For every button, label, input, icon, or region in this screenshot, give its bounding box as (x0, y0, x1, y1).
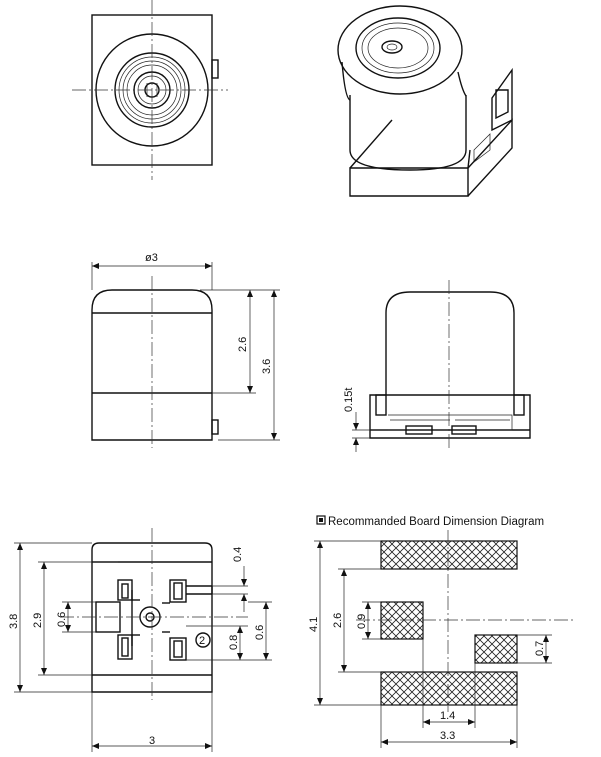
dim-pin-0-6: 0.6 (56, 612, 68, 627)
front-view: 0.15t (343, 280, 531, 452)
dim-height-2-9: 2.9 (32, 613, 44, 628)
dim-offset-0-4: 0.4 (232, 547, 244, 562)
dim-board-3-3: 3.3 (440, 730, 455, 742)
side-view: ø3 2.6 3.6 (91, 252, 280, 448)
dim-diameter: ø3 (145, 252, 158, 264)
dim-board-0-7: 0.7 (534, 641, 546, 656)
pad-center (380, 601, 424, 640)
dim-pad-0-6: 0.6 (254, 625, 266, 640)
bottom-view: 2 3 3.8 2.9 0.6 0.4 0.8 (8, 528, 272, 752)
dim-height-3-8: 3.8 (8, 614, 20, 629)
board-title: Recommanded Board Dimension Diagram (328, 516, 544, 528)
dim-board-0-9: 0.9 (356, 614, 368, 629)
pad-bottom (380, 671, 518, 706)
dim-pad-0-8: 0.8 (228, 635, 240, 650)
dim-board-1-4: 1.4 (440, 710, 455, 722)
pad-top (380, 540, 518, 570)
dim-height-3-6: 3.6 (261, 359, 273, 374)
dim-width-3: 3 (149, 735, 155, 747)
isometric-view (337, 5, 513, 197)
pin-marker: 2 (199, 635, 205, 647)
dim-thickness: 0.15t (343, 388, 355, 412)
board-view: Recommanded Board Dimension Diagram 4.1 … (308, 515, 575, 748)
dim-height-2-6: 2.6 (237, 337, 249, 352)
pad-right (474, 634, 518, 664)
dim-board-4-1: 4.1 (308, 617, 320, 632)
top-view (72, 0, 228, 180)
dim-board-2-6: 2.6 (332, 613, 344, 628)
